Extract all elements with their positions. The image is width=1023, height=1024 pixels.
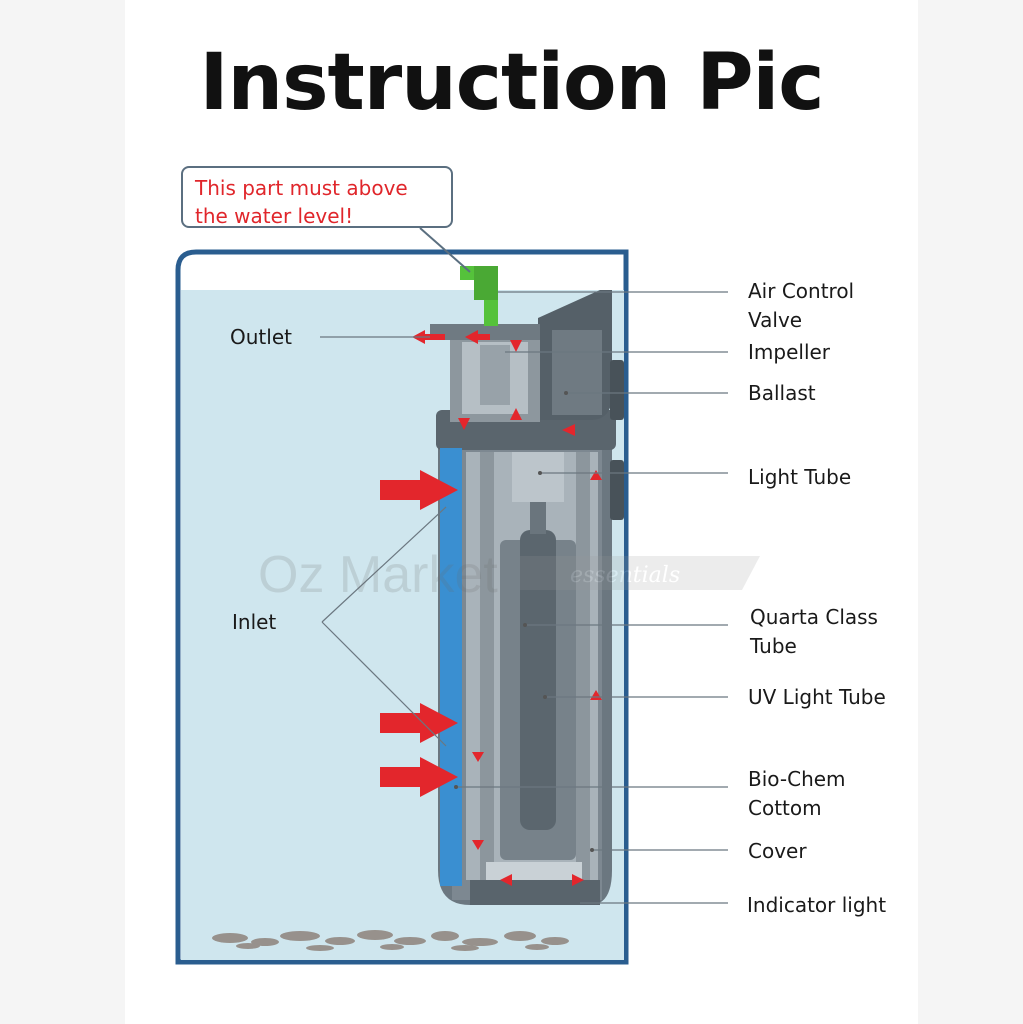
label-inlet: Inlet: [232, 610, 277, 634]
left-margin-band: [0, 0, 125, 1024]
label-impeller: Impeller: [748, 340, 831, 364]
label-air-control-valve-line2: Valve: [748, 308, 803, 332]
warning-line-2: the water level!: [195, 204, 354, 228]
label-quartz-tube-line2: Tube: [750, 634, 797, 658]
page-title: Instruction Pic: [199, 38, 825, 128]
inlet-sponge: [440, 448, 462, 886]
outlet-nozzle: [430, 324, 540, 340]
label-bio-chem-line1: Bio-Chem: [748, 767, 846, 791]
leader-lines: [320, 291, 728, 904]
uv-lamp: [520, 530, 556, 830]
watermark-tag: essentials: [570, 563, 680, 588]
flow-arrows: [380, 330, 602, 886]
label-uv-light-tube: UV Light Tube: [748, 685, 886, 709]
label-cover: Cover: [748, 839, 807, 863]
warning-callout: This part must above the water level!: [181, 166, 453, 228]
right-margin-band: [918, 0, 1023, 1024]
watermark-text: Oz Market: [258, 546, 498, 604]
ballast: [552, 330, 602, 415]
light-tube: [512, 452, 564, 502]
watermark: Oz Market essentials: [258, 546, 760, 604]
label-bio-chem-line2: Cottom: [748, 796, 822, 820]
label-outlet: Outlet: [230, 325, 292, 349]
gravel: [212, 930, 569, 951]
label-light-tube: Light Tube: [748, 465, 852, 489]
air-control-valve: [460, 266, 498, 326]
label-indicator-light: Indicator light: [747, 893, 887, 917]
warning-line-1: This part must above: [195, 176, 408, 200]
label-air-control-valve-line1: Air Control: [748, 279, 855, 303]
label-quartz-tube-line1: Quarta Class: [750, 605, 878, 629]
warning-leader: [419, 227, 471, 273]
label-ballast: Ballast: [748, 381, 816, 405]
filter-body: [430, 266, 624, 905]
